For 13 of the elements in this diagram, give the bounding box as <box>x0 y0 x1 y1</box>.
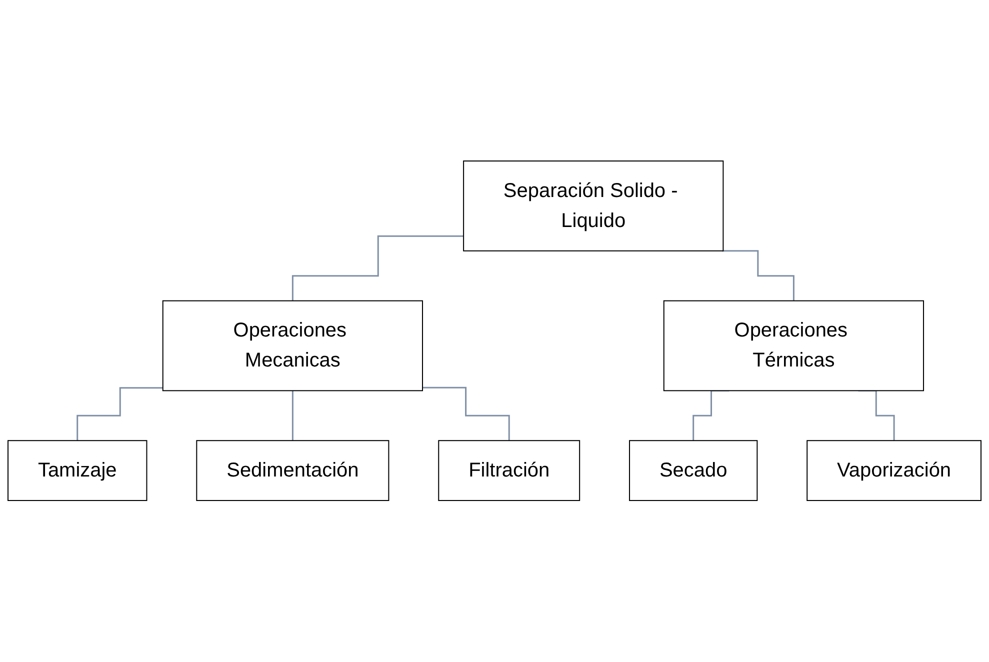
node-box: Filtración <box>438 440 580 502</box>
node-box: Secado <box>629 440 758 502</box>
connector <box>76 387 163 442</box>
node-box: Sedimentación <box>196 440 390 502</box>
connector <box>292 236 464 302</box>
connector <box>722 250 794 302</box>
connector <box>292 390 294 442</box>
node-box: Operaciones Mecanicas <box>162 300 423 392</box>
node-box: Vaporización <box>806 440 982 502</box>
node-box: Operaciones Térmicas <box>663 300 924 392</box>
connector <box>422 387 510 442</box>
node-box: Separación Solido - Liquido <box>463 160 724 252</box>
node-box: Tamizaje <box>8 440 148 502</box>
